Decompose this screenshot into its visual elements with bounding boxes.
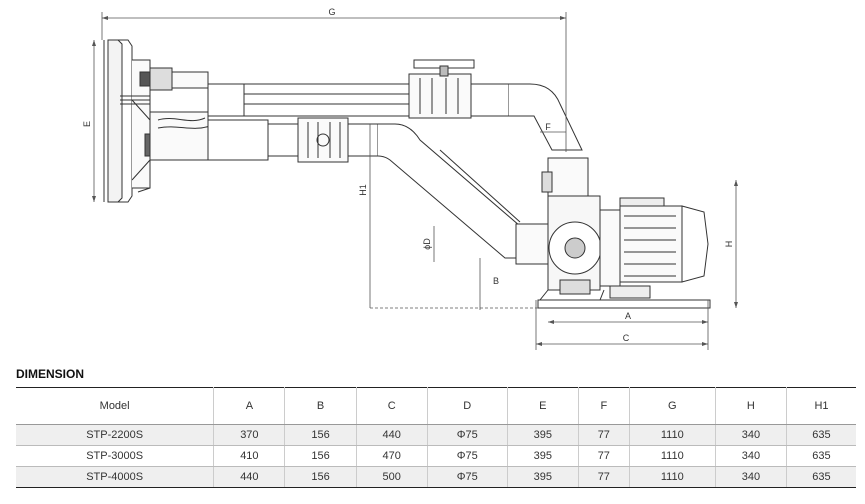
table-cell: 500 xyxy=(356,466,428,488)
label-h1: H1 xyxy=(358,184,368,196)
label-e: E xyxy=(82,121,92,127)
wall-fitting xyxy=(120,59,211,193)
label-d: ϕD xyxy=(422,238,432,250)
table-cell: 156 xyxy=(284,445,357,467)
table-cell: 340 xyxy=(715,466,787,488)
column-header: H xyxy=(715,387,787,425)
table-cell: 635 xyxy=(786,466,856,488)
table-cell: STP-2200S xyxy=(16,424,215,446)
table-row: STP-4000S 440 156 500 Φ75 395 77 1110 34… xyxy=(16,466,856,488)
lower-pipe xyxy=(207,117,521,259)
table-cell: 77 xyxy=(578,445,630,467)
column-header: Model xyxy=(16,387,215,425)
table-cell: 340 xyxy=(715,445,787,467)
table-cell: Φ75 xyxy=(427,445,508,467)
table-cell: STP-4000S xyxy=(16,466,215,488)
table-cell: 635 xyxy=(786,424,856,446)
table-cell: 470 xyxy=(356,445,428,467)
dimension-table: Model A B C D E F G H H1 STP-2200S 370 1… xyxy=(16,387,856,488)
label-g: G xyxy=(328,7,335,17)
table-cell: 1110 xyxy=(629,466,716,488)
upper-pipe xyxy=(207,59,583,151)
table-cell: Φ75 xyxy=(427,466,508,488)
pump xyxy=(515,157,605,301)
label-b: B xyxy=(493,276,499,286)
table-cell: 156 xyxy=(284,466,357,488)
table-cell: Φ75 xyxy=(427,424,508,446)
dimension-title: DIMENSION xyxy=(16,367,85,381)
table-cell: 410 xyxy=(213,445,286,467)
label-h: H xyxy=(724,241,734,248)
table-row: STP-3000S 410 156 470 Φ75 395 77 1110 34… xyxy=(16,445,856,467)
pump-base xyxy=(537,299,711,309)
motor xyxy=(599,197,709,299)
column-header: D xyxy=(427,387,508,425)
column-header: E xyxy=(507,387,579,425)
column-header: H1 xyxy=(786,387,856,425)
column-header: C xyxy=(356,387,428,425)
table-header-row: Model A B C D E F G H H1 xyxy=(16,387,856,425)
table-cell: STP-3000S xyxy=(16,445,215,467)
table-cell: 635 xyxy=(786,445,856,467)
table-cell: 395 xyxy=(507,466,579,488)
wall-plate xyxy=(103,39,133,203)
table-cell: 340 xyxy=(715,424,787,446)
table-cell: 1110 xyxy=(629,445,716,467)
table-row: STP-2200S 370 156 440 Φ75 395 77 1110 34… xyxy=(16,424,856,446)
label-a: A xyxy=(625,311,631,321)
table-cell: 395 xyxy=(507,424,579,446)
column-header: A xyxy=(213,387,286,425)
label-c: C xyxy=(623,333,630,343)
label-f: F xyxy=(545,122,551,132)
column-header: F xyxy=(578,387,630,425)
table-cell: 440 xyxy=(356,424,428,446)
technical-drawing: G E F H1 ϕD B H A C xyxy=(82,7,738,350)
column-header: G xyxy=(629,387,716,425)
table-cell: 1110 xyxy=(629,424,716,446)
table-cell: 440 xyxy=(213,466,286,488)
column-header: B xyxy=(284,387,357,425)
table-cell: 370 xyxy=(213,424,286,446)
table-cell: 156 xyxy=(284,424,357,446)
table-cell: 77 xyxy=(578,466,630,488)
table-cell: 395 xyxy=(507,445,579,467)
table-cell: 77 xyxy=(578,424,630,446)
